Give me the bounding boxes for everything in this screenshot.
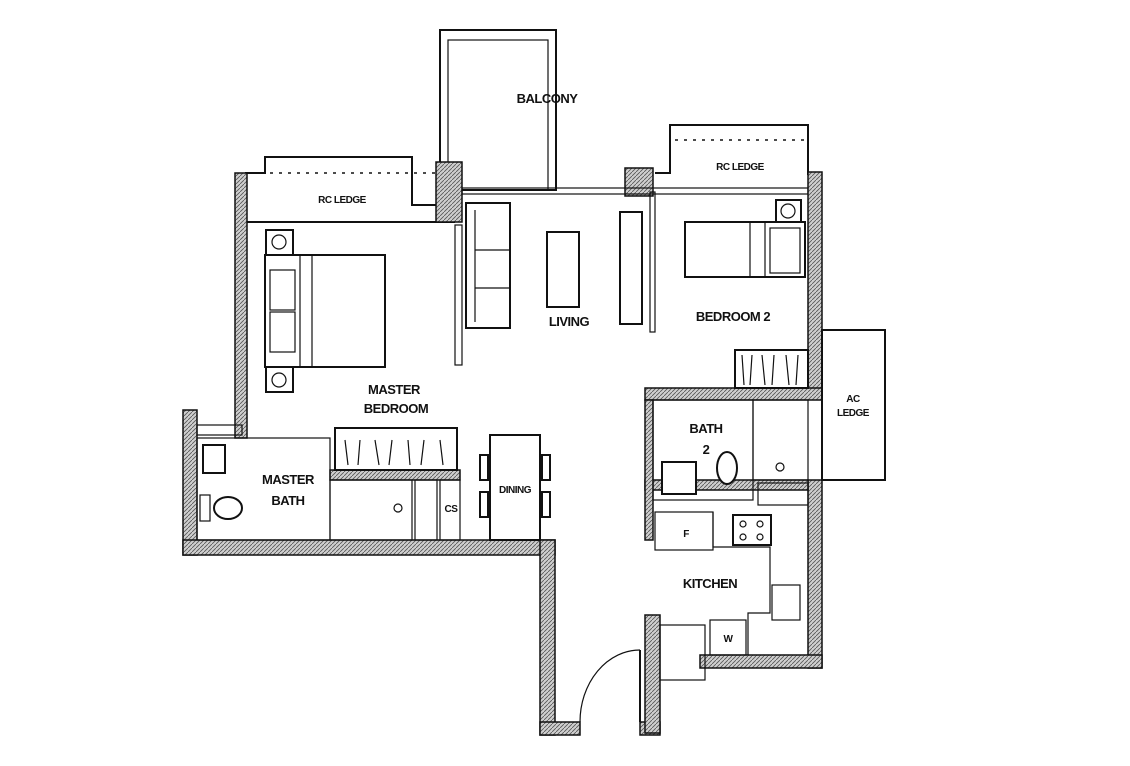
bath-2: BATH 2 <box>652 399 809 506</box>
living-room: LIVING <box>465 202 643 329</box>
bath-2-label-2: 2 <box>703 442 710 457</box>
rc-ledge-left: RC LEDGE <box>245 156 455 223</box>
toilet-icon <box>213 496 243 520</box>
tv-console <box>619 211 643 325</box>
toilet-icon <box>716 451 738 485</box>
rc-ledge-right: RC LEDGE <box>655 124 809 175</box>
kitchen-label: KITCHEN <box>683 576 737 591</box>
sink-icon <box>202 444 226 474</box>
lamp-icon <box>265 229 294 256</box>
stove-icon <box>732 514 772 546</box>
coffee-table <box>546 231 580 308</box>
walls <box>182 161 823 736</box>
rc-ledge-right-label: RC LEDGE <box>716 162 765 173</box>
bedroom-2-label: BEDROOM 2 <box>696 309 771 324</box>
bath-2-label: BATH <box>689 421 722 436</box>
washer <box>709 619 747 656</box>
ac-ledge-label-2: LEDGE <box>837 408 870 419</box>
ac-ledge-label: AC <box>846 394 860 405</box>
sofa <box>465 202 511 329</box>
master-bed <box>264 254 386 368</box>
ac-ledge: AC LEDGE <box>821 329 886 481</box>
bed-2 <box>684 221 806 278</box>
kitchen: F KITCHEN W <box>654 511 801 681</box>
kitchen-sink <box>771 584 801 621</box>
balcony-label: BALCONY <box>517 91 579 106</box>
dining: DINING <box>479 434 551 541</box>
fridge-label: F <box>683 529 689 540</box>
washer-label: W <box>724 634 734 645</box>
lamp-icon <box>265 366 294 393</box>
bedroom-2: BEDROOM 2 <box>684 199 809 389</box>
store-label: CS <box>445 504 459 515</box>
entrance-door <box>579 649 641 723</box>
master-bedroom: MASTER BEDROOM <box>264 229 458 471</box>
master-bedroom-label-2: BEDROOM <box>364 401 428 416</box>
lamp-icon <box>775 199 802 223</box>
master-bath-label-2: BATH <box>271 493 304 508</box>
balcony: BALCONY <box>439 29 579 191</box>
master-bedroom-label: MASTER <box>368 382 421 397</box>
wardrobe <box>334 427 458 471</box>
master-bath: MASTER BATH CS <box>196 437 461 541</box>
rc-ledge-left-label: RC LEDGE <box>318 195 367 206</box>
master-bath-label: MASTER <box>262 472 315 487</box>
dining-label: DINING <box>499 485 532 496</box>
dining-table <box>489 434 541 541</box>
living-label: LIVING <box>549 314 590 329</box>
sink-icon <box>661 461 697 495</box>
